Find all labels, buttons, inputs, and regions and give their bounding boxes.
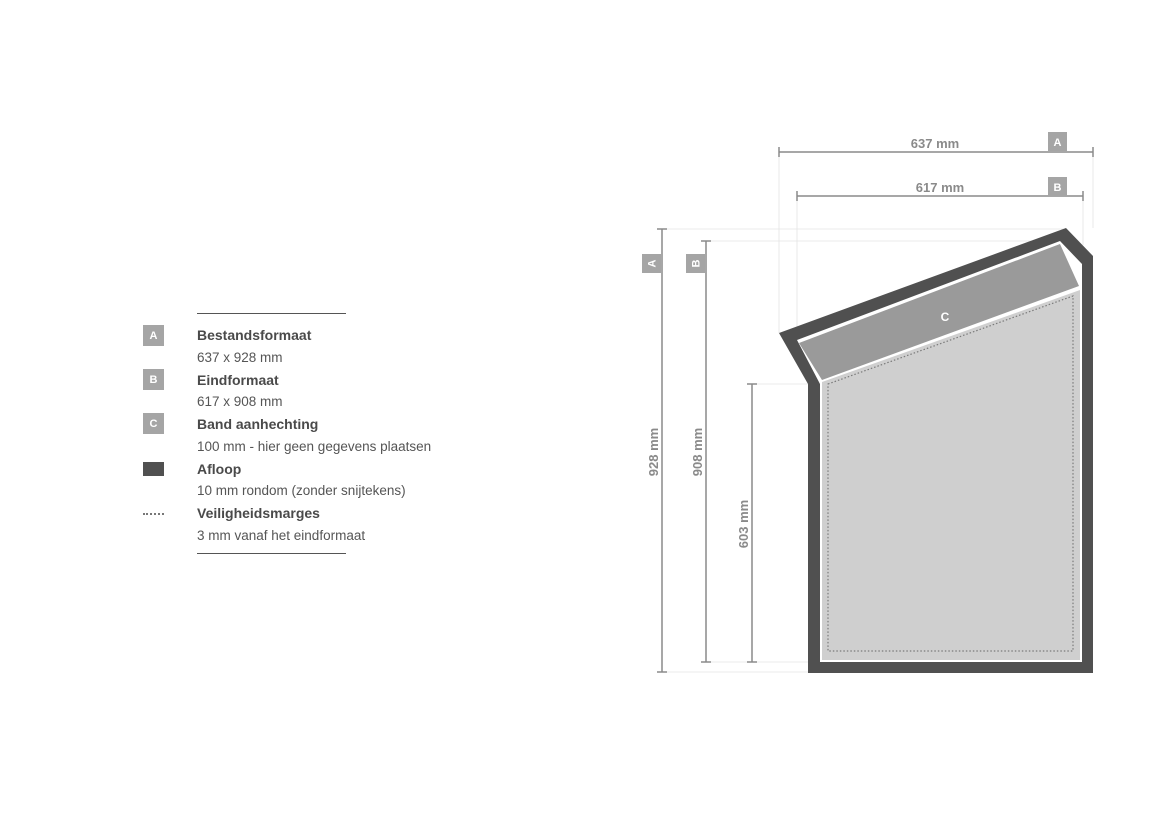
legend-title-band-aanhechting: Band aanhechting xyxy=(197,416,319,432)
badge-a-top-bg xyxy=(1048,132,1067,151)
badge-b-side-bg xyxy=(686,254,705,273)
height-c-label: 603 mm xyxy=(736,500,751,548)
dimension-height-c xyxy=(747,383,757,663)
legend-badge-b: B xyxy=(143,369,164,390)
band-area-c xyxy=(799,244,1079,380)
legend-title-veiligheidsmarges: Veiligheidsmarges xyxy=(197,505,320,521)
dimension-width-a xyxy=(778,147,1094,157)
pennant-body xyxy=(822,290,1080,660)
legend-safety-dots xyxy=(143,513,164,515)
legend-desc-bestandsformaat: 637 x 928 mm xyxy=(197,350,283,365)
height-a-label: 928 mm xyxy=(646,428,661,476)
badge-a-top: A xyxy=(1054,137,1062,149)
legend-bottom-rule xyxy=(197,553,346,554)
dimension-height-a xyxy=(657,228,667,673)
legend-badge-a: A xyxy=(143,325,164,346)
legend-title-afloop: Afloop xyxy=(197,461,242,477)
badge-a-side: A xyxy=(647,259,659,267)
legend-title-eindformaat: Eindformaat xyxy=(197,372,279,388)
dimension-width-b xyxy=(796,191,1084,201)
badge-b-top: B xyxy=(1054,182,1062,194)
legend-desc-veiligheidsmarges: 3 mm vanaf het eindformaat xyxy=(197,528,366,543)
width-b-label: 617 mm xyxy=(916,180,964,195)
width-a-label: 637 mm xyxy=(911,136,959,151)
safety-margin xyxy=(827,295,1074,652)
legend-bleed-swatch xyxy=(143,462,164,476)
legend-title-bestandsformaat: Bestandsformaat xyxy=(197,327,312,343)
badge-b-side: B xyxy=(691,259,703,267)
legend-desc-eindformaat: 617 x 908 mm xyxy=(197,394,283,409)
legend-desc-afloop: 10 mm rondom (zonder snijtekens) xyxy=(197,483,406,498)
legend-top-rule xyxy=(197,313,346,314)
dimension-height-b xyxy=(701,240,711,663)
band-label-c: C xyxy=(941,310,950,324)
legend: A Bestandsformaat 637 x 928 mm B Eindfor… xyxy=(0,0,560,827)
badge-b-top-bg xyxy=(1048,177,1067,196)
badge-a-side-bg xyxy=(642,254,661,273)
legend-desc-band-aanhechting: 100 mm - hier geen gegevens plaatsen xyxy=(197,439,432,454)
guide-lines xyxy=(662,152,1094,673)
height-b-label: 908 mm xyxy=(690,428,705,476)
legend-badge-c: C xyxy=(143,413,164,434)
